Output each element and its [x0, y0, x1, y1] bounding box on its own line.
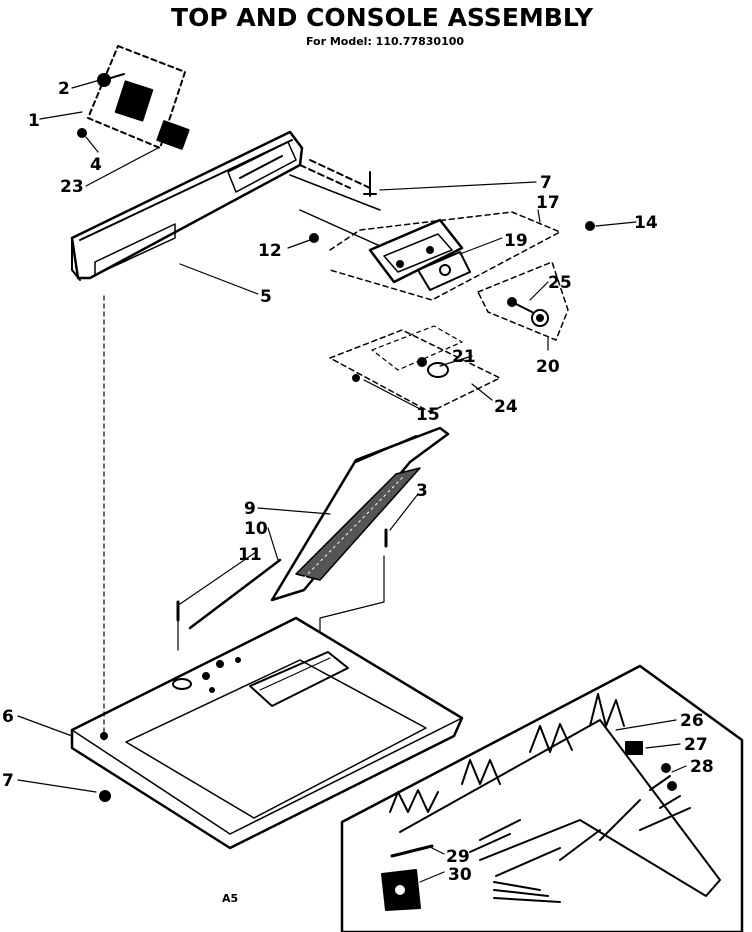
knob-group-20: [477, 261, 569, 341]
callout-23: 23: [60, 177, 84, 197]
model-number: For Model: 110.77830100: [306, 35, 464, 48]
callout-20: 20: [536, 357, 560, 377]
callout-24: 24: [494, 397, 518, 417]
wiring-harness: [340, 664, 744, 932]
screw-11: [176, 558, 282, 651]
callout-30: 30: [448, 865, 472, 885]
screw-14: [585, 221, 595, 231]
callout-11: 11: [238, 545, 262, 565]
console-panel: [70, 130, 371, 281]
screw-3: [319, 528, 388, 633]
callout-7-bottom: 7: [2, 771, 14, 791]
callout-29: 29: [446, 847, 470, 867]
callout-7-top: 7: [540, 173, 552, 193]
callout-19: 19: [504, 231, 528, 251]
callout-28: 28: [690, 757, 714, 777]
callout-10: 10: [244, 519, 268, 539]
callout-15: 15: [416, 405, 440, 425]
callout-3: 3: [416, 481, 428, 501]
callout-26: 26: [680, 711, 704, 731]
screw-12: [309, 233, 319, 243]
callout-25: 25: [548, 273, 572, 293]
callout-14: 14: [634, 213, 658, 233]
callout-17: 17: [536, 193, 560, 213]
lint-screen: [270, 426, 450, 602]
callout-12: 12: [258, 241, 282, 261]
callout-5: 5: [260, 287, 272, 307]
callout-21: 21: [452, 347, 476, 367]
knob-group-24: [329, 325, 501, 413]
diagram-title: TOP AND CONSOLE ASSEMBLY: [171, 3, 594, 32]
screw-7-top: [363, 171, 377, 197]
footer-code: A5: [222, 892, 238, 905]
part-1-group: [77, 45, 190, 150]
callout-9: 9: [244, 499, 256, 519]
control-module: [368, 218, 471, 291]
callout-2: 2: [58, 79, 70, 99]
callout-27: 27: [684, 735, 708, 755]
callout-6: 6: [2, 707, 14, 727]
top-panel: [70, 616, 464, 850]
callout-1: 1: [28, 111, 40, 131]
screw-7-bottom: [99, 790, 111, 802]
leader-lines: [17, 79, 687, 883]
callout-4: 4: [90, 155, 102, 175]
